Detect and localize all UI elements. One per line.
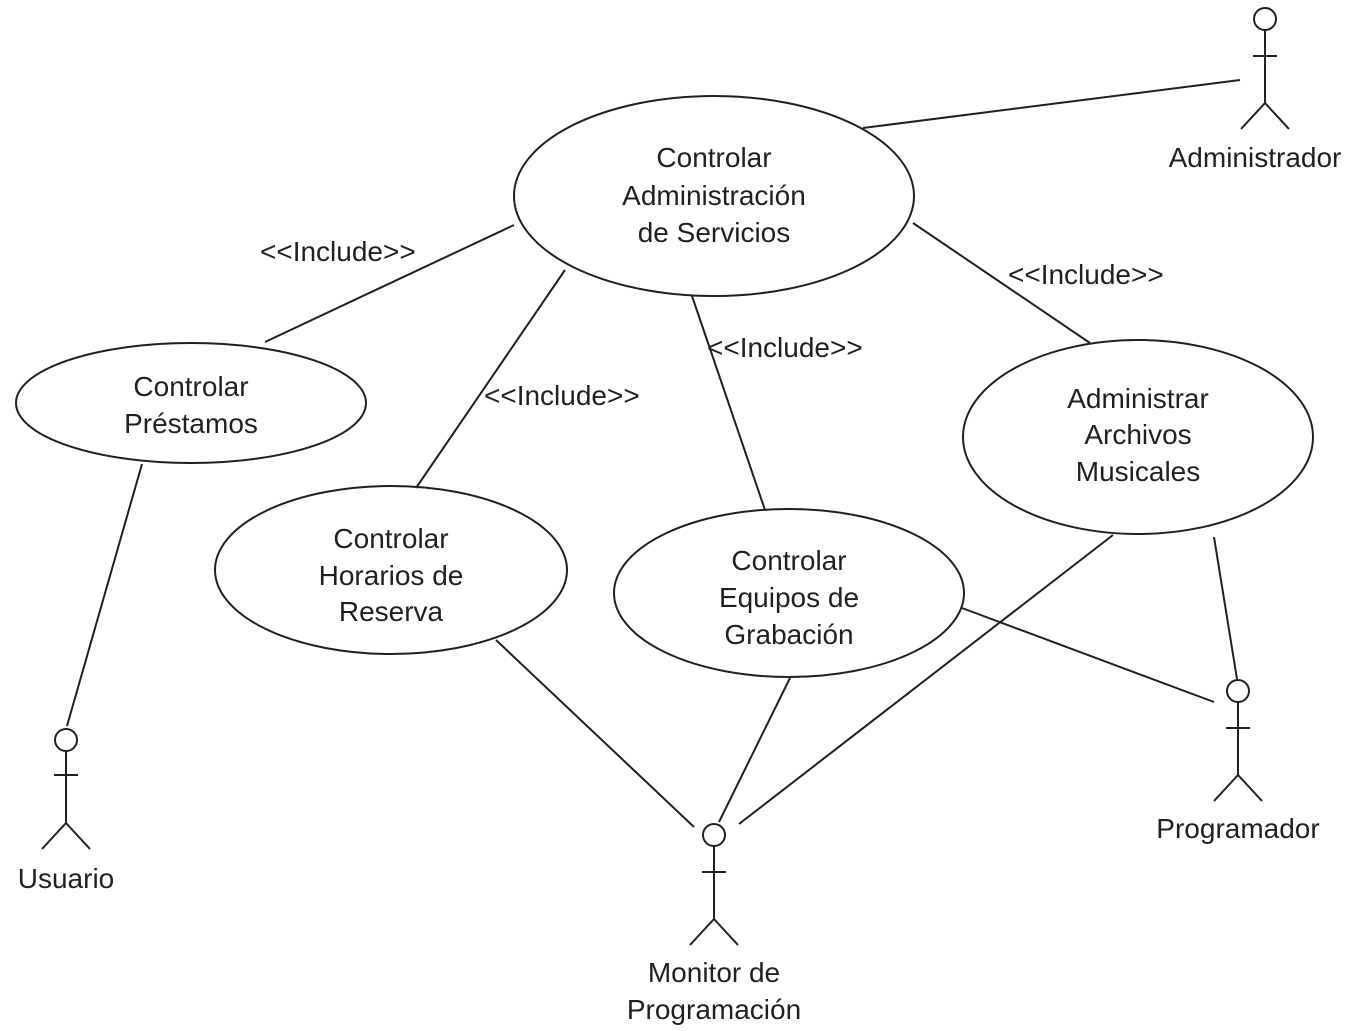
include-label-equipos: <<Include>> xyxy=(707,332,863,363)
use-case-controlar-equipos: Controlar Equipos de Grabación xyxy=(613,508,965,678)
actor-administrador: Administrador xyxy=(1169,7,1342,173)
use-case-label-line: Equipos de xyxy=(719,582,859,613)
stick-figure-icon xyxy=(1213,679,1263,802)
include-line-prestamos xyxy=(264,224,515,343)
include-label-archivos: <<Include>> xyxy=(1008,259,1164,290)
stick-figure-icon xyxy=(1240,7,1290,130)
actor-label: Programación xyxy=(627,994,801,1025)
include-line-equipos xyxy=(691,295,766,511)
use-case-ellipse xyxy=(962,339,1314,535)
use-case-ellipse xyxy=(214,485,568,655)
use-case-ellipse xyxy=(513,95,915,297)
use-case-label-line: de Servicios xyxy=(638,217,791,248)
actor-monitor-de-programacion: Monitor de Programación xyxy=(627,823,801,1025)
use-case-label-line: Administración xyxy=(622,180,806,211)
actor-label: Administrador xyxy=(1169,142,1342,173)
stick-figure-icon xyxy=(41,728,91,850)
assoc-usuario-prestamos xyxy=(66,463,143,727)
use-case-label-line: Controlar xyxy=(333,523,448,554)
use-case-label-line: Controlar xyxy=(133,371,248,402)
include-line-archivos xyxy=(912,222,1091,344)
use-case-controlar-horarios: Controlar Horarios de Reserva xyxy=(214,485,568,655)
include-line-horarios xyxy=(415,269,566,489)
actor-programador: Programador xyxy=(1156,679,1320,844)
use-case-label-line: Administrar xyxy=(1067,383,1209,414)
assoc-monitor-archivos xyxy=(738,534,1114,825)
actor-label: Programador xyxy=(1156,813,1319,844)
assoc-monitor-horarios xyxy=(495,639,695,828)
assoc-administrador-admin-servicios xyxy=(862,79,1241,129)
use-case-label-line: Reserva xyxy=(339,596,444,627)
use-case-label-line: Controlar xyxy=(731,545,846,576)
actor-label: Monitor de xyxy=(648,957,780,988)
use-case-ellipse xyxy=(15,342,367,464)
use-case-label-line: Musicales xyxy=(1076,456,1200,487)
use-case-ellipse xyxy=(613,508,965,678)
use-case-administrar-archivos: Administrar Archivos Musicales xyxy=(962,339,1314,535)
include-label-horarios: <<Include>> xyxy=(484,380,640,411)
use-case-label-line: Controlar xyxy=(656,142,771,173)
actor-label: Usuario xyxy=(18,863,114,894)
assoc-programador-equipos xyxy=(961,607,1215,703)
use-case-label-line: Préstamos xyxy=(124,408,258,439)
connectors xyxy=(66,79,1241,828)
include-label-prestamos: <<Include>> xyxy=(260,236,416,267)
assoc-monitor-equipos xyxy=(718,677,791,823)
stick-figure-icon xyxy=(689,823,739,946)
use-case-controlar-administracion: Controlar Administración de Servicios xyxy=(513,95,915,297)
use-case-label-line: Horarios de xyxy=(319,560,464,591)
use-case-controlar-prestamos: Controlar Préstamos xyxy=(15,342,367,464)
use-case-label-line: Archivos xyxy=(1084,419,1191,450)
actor-usuario: Usuario xyxy=(18,728,114,894)
assoc-programador-archivos xyxy=(1213,536,1238,680)
use-case-label-line: Grabación xyxy=(724,619,853,650)
